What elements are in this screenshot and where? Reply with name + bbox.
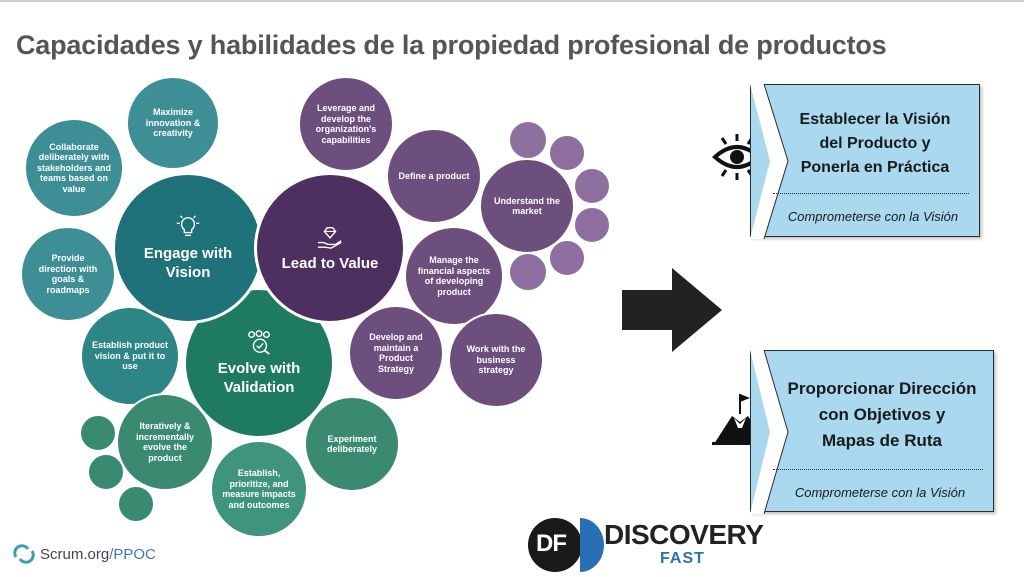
team-check-icon (248, 330, 270, 355)
card-title-line3: Mapas de Ruta (822, 431, 942, 450)
bubble-experiment: Experiment deliberately (304, 396, 400, 492)
vision-card: Establecer la Visión del Producto y Pone… (750, 84, 980, 239)
deco-bubble (508, 252, 548, 292)
deco-bubble (573, 167, 611, 205)
df-badge (528, 518, 582, 572)
stance-lead-to-value: Lead to Value (254, 172, 406, 324)
card-title-line2: con Objetivos y (818, 405, 946, 424)
card-title-line3: Ponerla en Práctica (800, 159, 950, 176)
stance-lead-label: Lead to Value (281, 254, 379, 272)
bubble-establish-prioritize: Establish, prioritize, and measure impac… (210, 440, 308, 538)
bubble-provide: Provide direction with goals & roadmaps (20, 226, 116, 322)
direction-card: Proporcionar Dirección con Objetivos y M… (750, 350, 994, 514)
bubble-establish-vision: Establish product vision & put it to use (80, 306, 180, 406)
card-notch (750, 84, 789, 239)
stance-engage-with-vision: Engage with Vision (112, 172, 264, 324)
right-arrow-icon (622, 268, 722, 352)
deco-bubble (117, 485, 155, 523)
bubble-maximize: Maximize innovation & creativity (126, 76, 220, 170)
top-divider (0, 0, 1024, 2)
stance-engage-line1: Engage with (143, 245, 233, 262)
scrum-swirl-icon (13, 544, 35, 564)
card-subtitle: Comprometerse con la Visión (794, 485, 966, 500)
bubble-iteratively: Iteratively & incrementally evolve the p… (116, 393, 214, 491)
card-title-line1: Establecer la Visión (799, 111, 951, 128)
bubble-work: Work with the business strategy (448, 312, 544, 408)
stance-evolve-line2: Validation (223, 379, 295, 396)
card-title-line1: Proporcionar Dirección (787, 379, 977, 398)
card-title-line2: del Producto y (819, 135, 931, 152)
card-separator (773, 469, 983, 470)
card-separator (773, 193, 969, 194)
bubble-understand: Understand the market (479, 158, 575, 254)
lightbulb-icon (176, 215, 200, 237)
bubble-leverage: Leverage and develop the organization's … (298, 76, 394, 172)
stance-evolve-line1: Evolve with (217, 360, 301, 377)
page-title: Capacidades y habilidades de la propieda… (16, 30, 887, 60)
bubble-define: Define a product (386, 128, 482, 224)
deco-bubble (508, 120, 548, 160)
bubble-collaborate: Collaborate deliberately with stakeholde… (24, 118, 124, 218)
stance-engage-line2: Vision (165, 264, 211, 281)
df-sub: FAST (660, 550, 705, 567)
deco-bubble (573, 206, 611, 244)
card-notch (750, 350, 789, 514)
deco-bubble (79, 414, 117, 452)
bubble-develop: Develop and maintain a Product Strategy (348, 305, 444, 401)
bubble-manage: Manage the financial aspects of developi… (404, 226, 504, 326)
hand-diamond-icon (317, 226, 342, 249)
df-initials: DF (536, 530, 567, 557)
scrum-logo: Scrum.org/PPOC (12, 543, 156, 565)
df-name: DISCOVERY (604, 519, 764, 550)
scrum-suffix: /PPOC (109, 545, 156, 563)
card-subtitle: Comprometerse con la Visión (787, 209, 959, 224)
scrum-brand: Scrum.org (40, 545, 110, 563)
